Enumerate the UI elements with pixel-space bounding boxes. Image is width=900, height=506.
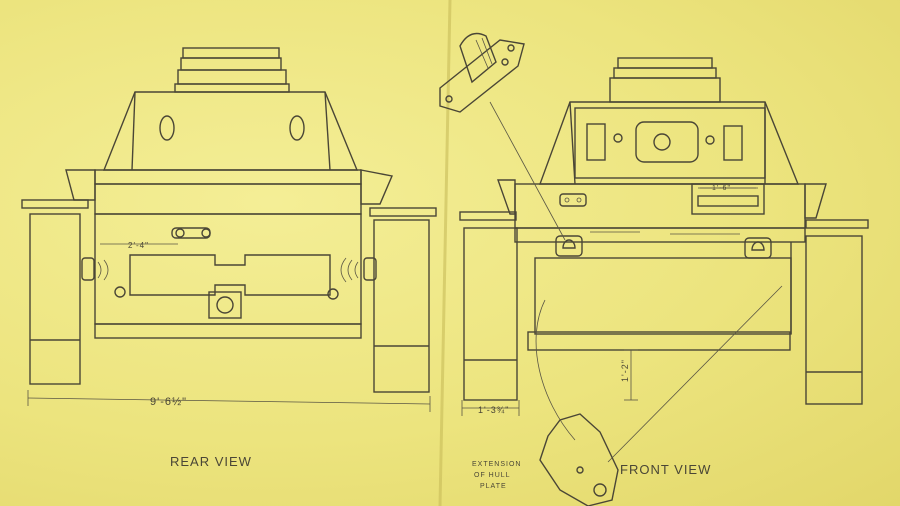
hull-plate-note-line1: EXTENSION — [472, 461, 521, 468]
front-tracks — [463, 227, 863, 405]
front-hull — [459, 179, 869, 351]
rear-ports-spacing-dimension: 2'-4" — [128, 241, 149, 250]
rear-hull — [21, 169, 437, 339]
hull-plate-extension-detail — [535, 299, 619, 506]
front-slot-width-dimension: 1'-6" — [712, 185, 731, 192]
front-headlight-left — [555, 235, 583, 257]
ground-clearance-dimension: 1'-2" — [620, 359, 630, 382]
overall-width-dimension: 9'-6½" — [150, 396, 187, 408]
rear-view-label: REAR VIEW — [170, 454, 252, 469]
front-dimension-lines — [461, 187, 756, 416]
rear-exhaust-box — [129, 254, 331, 296]
rear-dimension-lines — [27, 243, 431, 412]
vent-fitting-detail — [439, 32, 525, 113]
rear-tracks — [29, 213, 430, 393]
front-vision-slot-left — [586, 123, 606, 161]
front-view — [459, 57, 869, 506]
front-view-label: FRONT VIEW — [620, 462, 711, 477]
track-width-dimension: 1'-3¾" — [478, 405, 509, 415]
front-turret — [538, 101, 800, 185]
front-turret-cupola — [609, 57, 721, 103]
hull-plate-note-line2: OF HULL — [474, 472, 511, 479]
front-vision-slot-right — [723, 125, 743, 161]
rear-turret-port-left — [159, 115, 175, 141]
hull-plate-note-line3: PLATE — [480, 483, 507, 490]
tracer-lines — [489, 101, 783, 463]
front-driver-visor — [691, 183, 765, 215]
front-gun-mantlet — [635, 121, 699, 163]
rear-turret — [102, 91, 359, 171]
rear-hatch — [208, 291, 242, 319]
front-lower-plate — [534, 257, 792, 335]
rear-view — [21, 47, 437, 412]
rear-turret-port-right — [289, 115, 305, 141]
rear-light-left — [81, 257, 95, 281]
rear-light-right — [363, 257, 377, 281]
rear-turret-cupola — [174, 47, 290, 93]
front-headlight-right — [744, 237, 772, 259]
fold-crease — [438, 0, 452, 506]
